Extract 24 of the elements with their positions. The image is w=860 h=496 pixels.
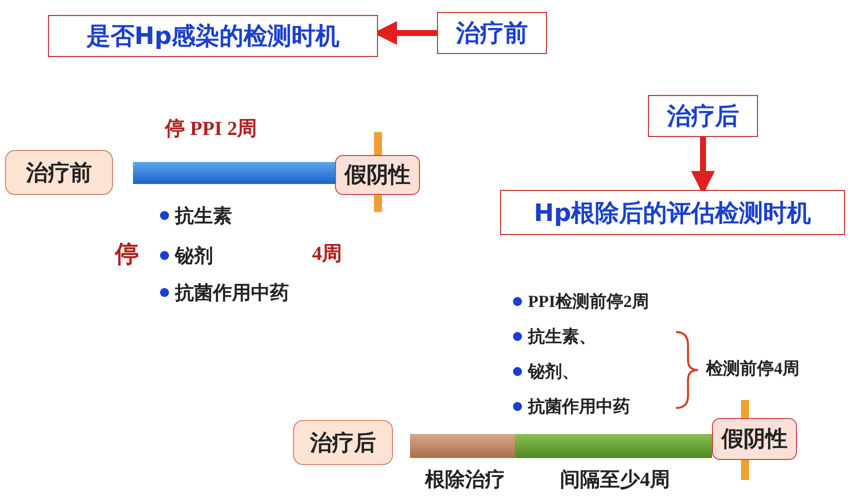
list-item: 抗菌作用中药 (528, 396, 630, 418)
bar-caption: 间隔至少4周 (560, 468, 670, 493)
note-text: 4周 (312, 242, 342, 267)
list-item: 抗生素 (175, 204, 232, 229)
timeline-bar (515, 434, 712, 458)
list-item: PPI检测前停2周 (528, 291, 649, 313)
stage-box: 治疗前 (5, 150, 113, 195)
list-item: 抗菌作用中药 (175, 282, 289, 306)
list-item: 铋剂 (175, 244, 213, 269)
label-box: 治疗后 (648, 95, 758, 137)
heading-box: Hp根除后的评估检测时机 (500, 190, 845, 235)
timeline-bar (133, 162, 335, 184)
result-box: 假阴性 (335, 155, 420, 195)
stage-box: 治疗后 (293, 420, 393, 465)
result-box: 假阴性 (712, 418, 797, 460)
bar-caption: 停 PPI 2周 (165, 117, 258, 142)
list-item: 抗生素、 (528, 326, 596, 348)
label-box: 治疗前 (437, 12, 547, 54)
list-item: 铋剂、 (528, 361, 579, 383)
note-text: 停 (115, 241, 139, 270)
note-text: 检测前停4周 (706, 358, 800, 380)
timeline-bar (410, 434, 515, 458)
heading-box: 是否Hp感染的检测时机 (48, 15, 378, 57)
bar-caption: 根除治疗 (425, 468, 505, 493)
